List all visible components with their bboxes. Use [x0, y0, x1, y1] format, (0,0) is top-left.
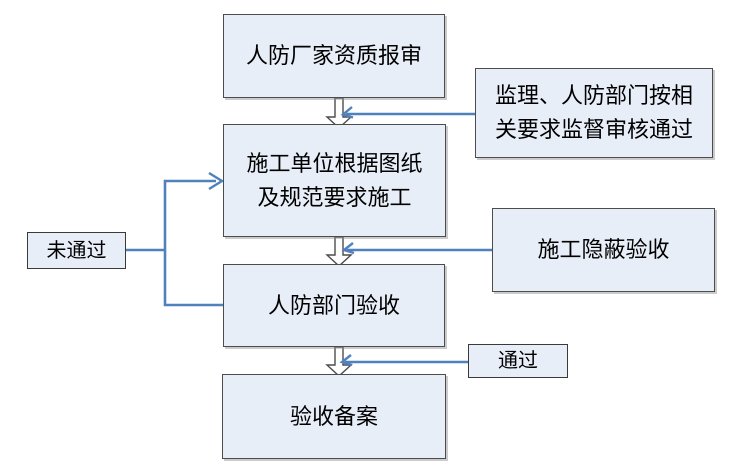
arrowhead-icon — [341, 242, 355, 255]
arrowhead-icon — [339, 354, 353, 367]
arrowhead-icon — [208, 171, 225, 191]
down-arrow-icon — [325, 97, 353, 129]
down-arrow-icon — [325, 236, 353, 267]
arrowhead-icon — [340, 106, 354, 119]
connector-not-passed-loop — [126, 179, 223, 307]
down-arrow-icon — [325, 346, 353, 377]
